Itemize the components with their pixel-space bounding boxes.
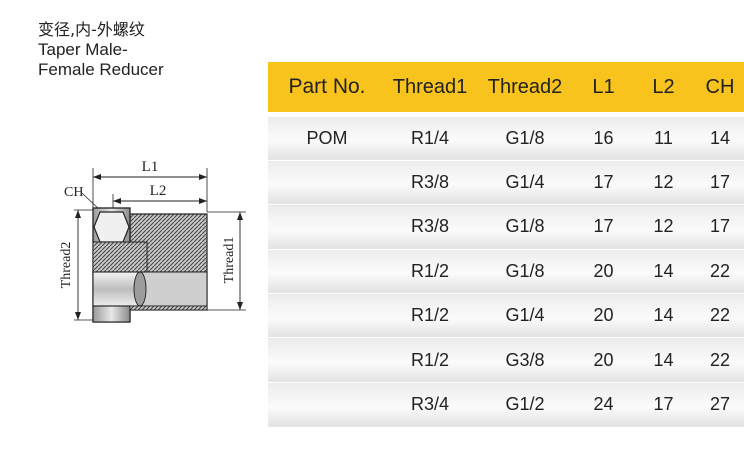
thread2-dimension: Thread2 bbox=[59, 210, 81, 320]
title-english-line2: Female Reducer bbox=[38, 60, 164, 79]
cell-part-no: POM bbox=[268, 115, 386, 161]
header-thread1: Thread1 bbox=[386, 62, 474, 112]
header-thread2: Thread2 bbox=[474, 62, 576, 112]
cell-thread2: G1/2 bbox=[474, 381, 576, 427]
cell-thread1: R1/2 bbox=[386, 248, 474, 294]
cell-l2: 14 bbox=[631, 337, 696, 383]
specification-table: Part No. Thread1 Thread2 L1 L2 CH POM R1… bbox=[268, 62, 744, 427]
header-ch: CH bbox=[696, 62, 744, 112]
title-chinese: 变径,内-外螺纹 bbox=[38, 20, 145, 39]
cell-thread1: R1/2 bbox=[386, 293, 474, 338]
cell-l2: 14 bbox=[631, 248, 696, 294]
cell-l1: 24 bbox=[576, 381, 631, 427]
table-row: POM R1/4 G1/8 16 11 14 bbox=[268, 115, 744, 161]
header-l1: L1 bbox=[576, 62, 631, 112]
thread1-label: Thread1 bbox=[222, 237, 237, 284]
header-l2: L2 bbox=[631, 62, 696, 112]
cell-l2: 12 bbox=[631, 159, 696, 205]
cell-l2: 12 bbox=[631, 204, 696, 250]
cell-l1: 16 bbox=[576, 115, 631, 161]
table-header-row: Part No. Thread1 Thread2 L1 L2 CH bbox=[268, 62, 744, 112]
thread2-label: Thread2 bbox=[59, 242, 74, 289]
cell-l1: 17 bbox=[576, 204, 631, 250]
cell-thread2: G3/8 bbox=[474, 337, 576, 383]
table-row: R1/2 G1/4 20 14 22 bbox=[268, 293, 744, 338]
cell-thread2: G1/8 bbox=[474, 248, 576, 294]
fitting-body bbox=[92, 207, 208, 323]
cell-ch: 17 bbox=[696, 204, 744, 250]
table-row: R3/8 G1/8 17 12 17 bbox=[268, 204, 744, 250]
cell-l1: 20 bbox=[576, 248, 631, 294]
cell-l2: 17 bbox=[631, 381, 696, 427]
cell-part-no bbox=[268, 159, 386, 205]
cell-part-no bbox=[268, 293, 386, 338]
cell-thread1: R3/8 bbox=[386, 204, 474, 250]
cell-thread2: G1/8 bbox=[474, 115, 576, 161]
cell-ch: 27 bbox=[696, 381, 744, 427]
cell-thread1: R1/2 bbox=[386, 337, 474, 383]
cell-part-no bbox=[268, 248, 386, 294]
table-row: R1/2 G3/8 20 14 22 bbox=[268, 337, 744, 383]
title-block: 变径,内-外螺纹 Taper Male- Female Reducer bbox=[38, 20, 164, 80]
cell-l2: 11 bbox=[631, 115, 696, 161]
cell-l1: 20 bbox=[576, 293, 631, 338]
cell-thread2: G1/8 bbox=[474, 204, 576, 250]
cell-part-no bbox=[268, 337, 386, 383]
thread1-dimension: Thread1 bbox=[222, 212, 243, 310]
cell-ch: 22 bbox=[696, 337, 744, 383]
cell-l1: 17 bbox=[576, 159, 631, 205]
l1-label: L1 bbox=[142, 159, 159, 175]
table-row: R3/4 G1/2 24 17 27 bbox=[268, 381, 744, 427]
cell-ch: 14 bbox=[696, 115, 744, 161]
l2-dimension: L2 bbox=[113, 183, 207, 204]
cell-thread2: G1/4 bbox=[474, 159, 576, 205]
reducer-technical-drawing: L1 L2 CH Thread2 Thread1 bbox=[59, 159, 246, 323]
cell-ch: 17 bbox=[696, 159, 744, 205]
cell-ch: 22 bbox=[696, 248, 744, 294]
cell-ch: 22 bbox=[696, 293, 744, 338]
cell-l1: 20 bbox=[576, 337, 631, 383]
ch-label: CH bbox=[64, 185, 83, 200]
title-english-line1: Taper Male- bbox=[38, 40, 128, 59]
cell-l2: 14 bbox=[631, 293, 696, 338]
l1-dimension: L1 bbox=[93, 159, 207, 180]
cell-thread1: R3/8 bbox=[386, 159, 474, 205]
cell-thread2: G1/4 bbox=[474, 293, 576, 338]
header-part-no: Part No. bbox=[268, 62, 386, 112]
l2-label: L2 bbox=[150, 183, 167, 199]
table-row: R3/8 G1/4 17 12 17 bbox=[268, 159, 744, 205]
cell-part-no bbox=[268, 381, 386, 427]
table-row: R1/2 G1/8 20 14 22 bbox=[268, 248, 744, 294]
cell-part-no bbox=[268, 204, 386, 250]
cell-thread1: R3/4 bbox=[386, 381, 474, 427]
cell-thread1: R1/4 bbox=[386, 115, 474, 161]
